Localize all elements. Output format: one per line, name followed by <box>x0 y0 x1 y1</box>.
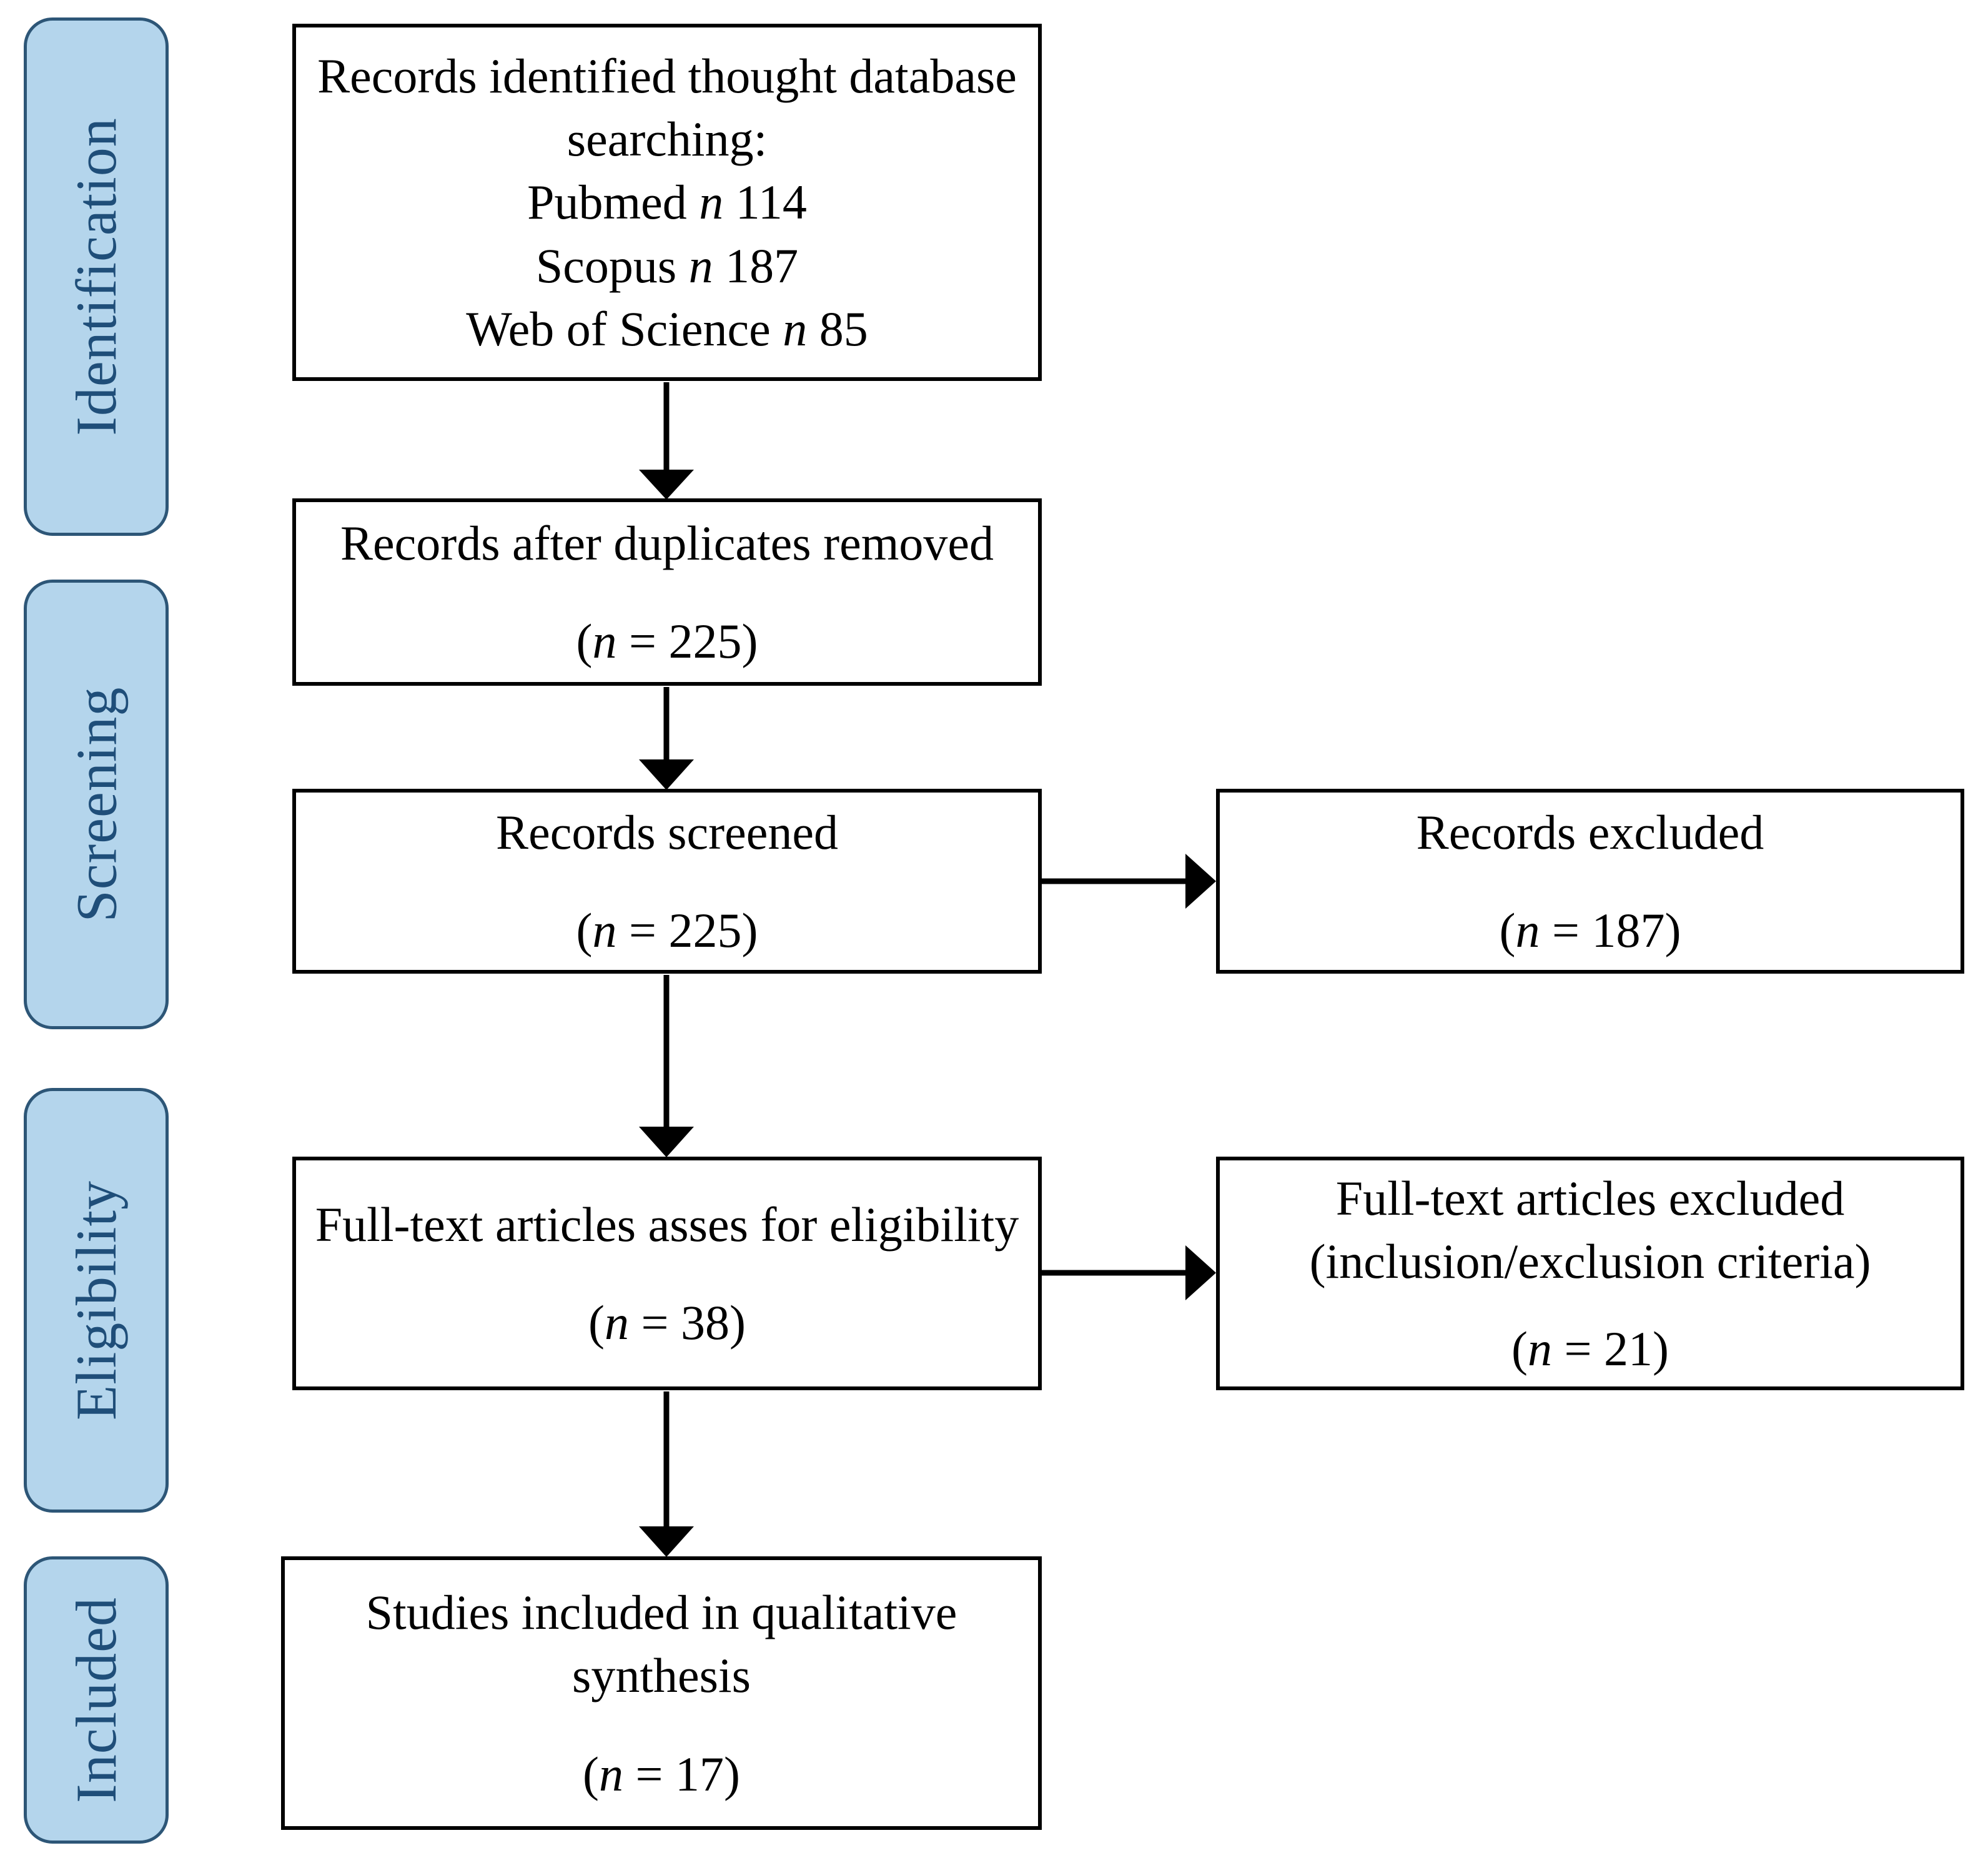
records-identified-line2: searching: <box>566 111 768 166</box>
arrow-duplicates-to-screened <box>639 687 694 790</box>
records-excluded-line1: Records excluded <box>1416 804 1764 859</box>
count-value: 225 <box>668 614 742 668</box>
fulltext-assessed-count: (n = 38) <box>588 1291 746 1354</box>
paren-close: ) <box>1664 903 1681 957</box>
arrow-identified-to-duplicates <box>639 382 694 500</box>
equals-sign: = <box>629 1295 681 1350</box>
paren-close: ) <box>1653 1321 1669 1376</box>
count-value: 187 <box>1591 903 1665 957</box>
paren-close: ) <box>729 1295 746 1350</box>
paren-open: ( <box>1499 903 1516 957</box>
box-studies-included: Studies included in qualitative synthesi… <box>281 1556 1042 1830</box>
records-identified-pubmed: Pubmed n 114 <box>527 170 807 234</box>
paren-open: ( <box>576 903 593 957</box>
box-records-screened: Records screened (n = 225) <box>292 789 1042 974</box>
stage-label-screening: Screening <box>24 580 169 1029</box>
box-duplicates-removed: Records after duplicates removed (n = 22… <box>292 498 1042 686</box>
count-value: 38 <box>681 1295 729 1350</box>
arrow-fulltext-to-included <box>639 1391 694 1557</box>
arrow-screened-to-excluded <box>1042 854 1216 909</box>
wos-n-symbol: n <box>783 302 808 357</box>
count-value: 21 <box>1604 1321 1653 1376</box>
fulltext-excluded-count: (n = 21) <box>1511 1317 1669 1380</box>
equals-sign: = <box>616 903 669 957</box>
stage-label-screening-text: Screening <box>64 686 128 922</box>
scopus-label: Scopus <box>535 238 677 293</box>
records-identified-scopus: Scopus n 187 <box>536 234 798 297</box>
stage-label-eligibility-text: Eligibility <box>64 1180 128 1421</box>
equals-sign: = <box>623 1746 675 1801</box>
fulltext-assessed-line1: Full-text articles asses for eligibility <box>315 1197 1019 1252</box>
paren-close: ) <box>741 614 758 668</box>
records-screened-line1: Records screened <box>496 804 838 859</box>
studies-included-count: (n = 17) <box>583 1742 740 1806</box>
paren-open: ( <box>583 1746 599 1801</box>
records-identified-wos: Web of Science n 85 <box>466 297 868 360</box>
box-records-excluded: Records excluded (n = 187) <box>1216 789 1964 974</box>
duplicates-removed-line1: Records after duplicates removed <box>340 515 994 570</box>
count-value: 17 <box>675 1746 724 1801</box>
wos-label: Web of Science <box>466 302 771 357</box>
records-screened-count: (n = 225) <box>576 899 758 962</box>
n-symbol: n <box>605 1295 629 1350</box>
stage-label-included: Included <box>24 1556 169 1844</box>
wos-value: 85 <box>819 302 868 357</box>
records-identified-line1: Records identified thought database <box>317 48 1017 103</box>
count-value: 225 <box>668 903 742 957</box>
box-fulltext-assessed: Full-text articles asses for eligibility… <box>292 1157 1042 1390</box>
studies-included-line1: Studies included in qualitative <box>365 1584 957 1639</box>
n-symbol: n <box>592 903 617 957</box>
equals-sign: = <box>1552 1321 1604 1376</box>
paren-open: ( <box>1511 1321 1528 1376</box>
pubmed-value: 114 <box>735 175 807 230</box>
equals-sign: = <box>616 614 669 668</box>
stage-label-included-text: Included <box>64 1597 128 1803</box>
records-excluded-count: (n = 187) <box>1500 899 1681 962</box>
paren-close: ) <box>741 903 758 957</box>
paren-open: ( <box>576 614 593 668</box>
pubmed-label: Pubmed <box>527 175 687 230</box>
box-fulltext-excluded: Full-text articles excluded (inclusion/e… <box>1216 1157 1964 1390</box>
n-symbol: n <box>599 1746 623 1801</box>
n-symbol: n <box>1515 903 1540 957</box>
scopus-n-symbol: n <box>688 238 713 293</box>
fulltext-excluded-line2: (inclusion/exclusion criteria) <box>1309 1234 1871 1289</box>
stage-label-eligibility: Eligibility <box>24 1088 169 1513</box>
fulltext-excluded-line1: Full-text articles excluded <box>1335 1171 1845 1225</box>
arrow-fulltext-to-fulltext-excluded <box>1042 1245 1216 1300</box>
pubmed-n-symbol: n <box>699 175 724 230</box>
paren-open: ( <box>588 1295 605 1350</box>
n-symbol: n <box>1528 1321 1552 1376</box>
stage-label-identification-text: Identification <box>64 117 129 436</box>
equals-sign: = <box>1540 903 1592 957</box>
stage-label-identification: Identification <box>24 17 169 536</box>
duplicates-removed-count: (n = 225) <box>576 610 758 673</box>
arrow-screened-to-fulltext <box>639 975 694 1157</box>
box-records-identified: Records identified thought database sear… <box>292 24 1042 381</box>
scopus-value: 187 <box>725 238 799 293</box>
paren-close: ) <box>724 1746 740 1801</box>
studies-included-line2: synthesis <box>571 1648 751 1703</box>
n-symbol: n <box>592 614 617 668</box>
